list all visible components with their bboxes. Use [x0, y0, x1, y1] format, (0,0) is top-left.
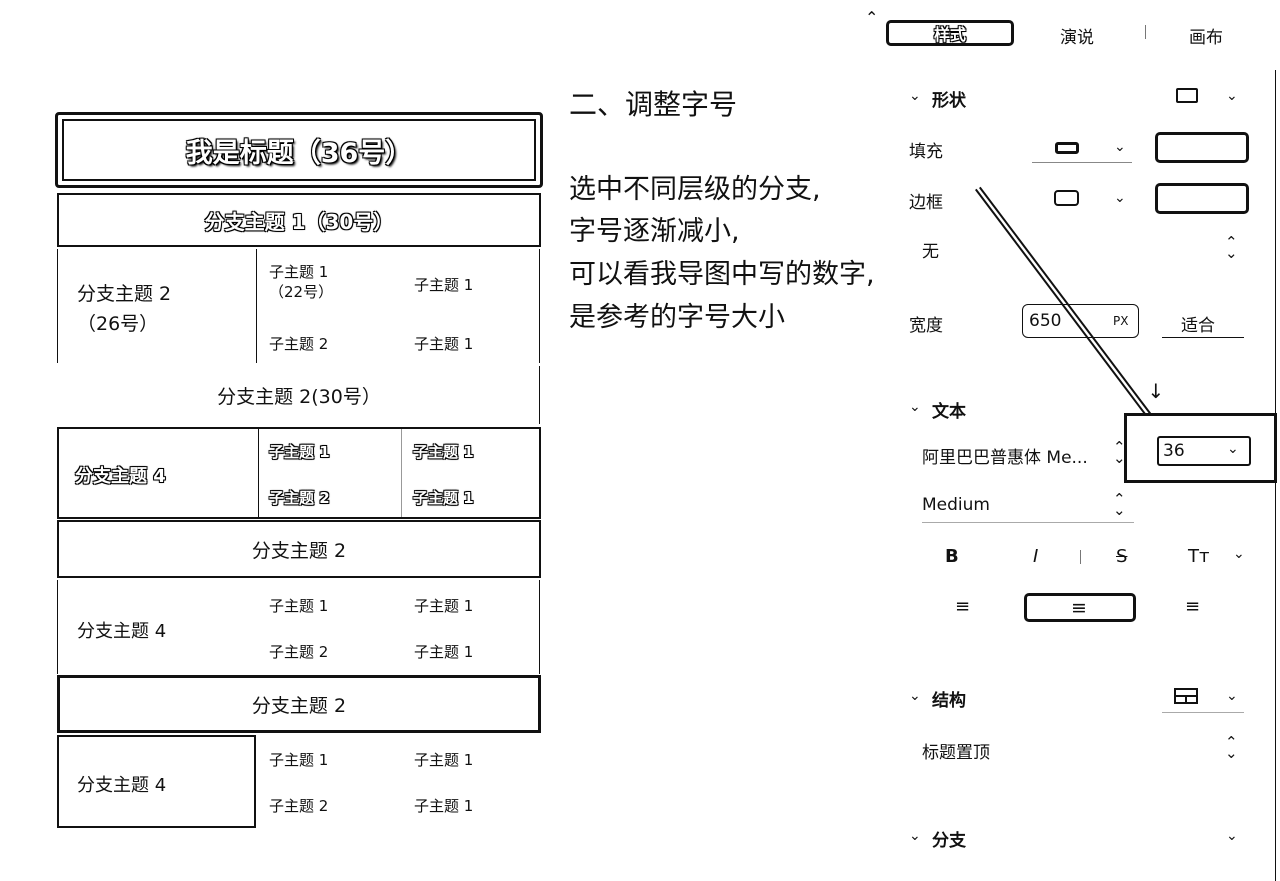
width-label: 宽度 [909, 316, 943, 336]
branch-group-3: 分支主题 4 子主题 1 子主题 1 子主题 2 子主题 1 [57, 580, 541, 674]
border-style-icon[interactable] [1054, 190, 1079, 206]
structure-layout-stepper-icon[interactable]: ⌃⌄ [1225, 733, 1238, 762]
tab-style-label: 样式 [933, 25, 966, 44]
text-case-button[interactable]: Tт [1188, 546, 1210, 567]
branch-node-1[interactable]: 分支主题 1（30号） [57, 193, 541, 247]
instruction-line-4: 是参考的字号大小 [569, 302, 785, 333]
subtopic-g1-a1-note: （22号） [269, 283, 334, 301]
align-right-icon[interactable]: ≡ [1185, 596, 1201, 617]
branch-group-2: 分支主题 4 子主题 1 子主题 1 子主题 2 子主题 1 [57, 427, 541, 519]
fill-dropdown-chevron-icon[interactable]: ⌄ [1114, 139, 1126, 155]
fill-color-swatch[interactable] [1155, 132, 1249, 163]
branch-node-2[interactable]: 分支主题 2(30号） [57, 366, 541, 424]
font-size-chevron-icon: ⌄ [1227, 441, 1239, 457]
branch-group-4: 分支主题 4 子主题 1 子主题 1 子主题 2 子主题 1 [57, 735, 541, 829]
font-weight-select[interactable]: Medium [922, 495, 990, 515]
subtopic-g3-a2[interactable]: 子主题 1 [414, 597, 474, 615]
subtopic-g1-a1[interactable]: 子主题 1 （22号） [269, 262, 333, 302]
bold-button[interactable]: B [945, 546, 959, 567]
shape-section-title[interactable]: 形状 [932, 91, 966, 111]
mindmap-title-node[interactable]: 我是标题（36号） [55, 112, 543, 188]
border-style-value: 无 [922, 242, 939, 262]
subtopic-g4-a1[interactable]: 子主题 1 [269, 751, 329, 769]
text-style-divider [1080, 550, 1081, 564]
subtopic-g2-b1[interactable]: 子主题 2 [269, 489, 330, 507]
branch-node-1-text: 分支主题 1（30号） [204, 209, 394, 234]
branch-node-group1-text: 分支主题 2 [77, 283, 172, 305]
align-center-button[interactable]: ≡ [1024, 593, 1136, 622]
border-label: 边框 [909, 193, 943, 213]
tab-canvas[interactable]: 画布 [1189, 28, 1223, 48]
tab-style[interactable]: 样式 [886, 20, 1014, 46]
panel-scrollbar[interactable] [1275, 70, 1276, 881]
font-size-highlight: 36 ⌄ [1124, 413, 1277, 483]
fit-button[interactable]: 适合 [1181, 316, 1215, 336]
fill-label: 填充 [909, 142, 943, 162]
text-case-chevron-icon[interactable]: ⌄ [1233, 546, 1245, 562]
subtopic-g1-b2[interactable]: 子主题 1 [414, 335, 474, 353]
tab-divider [1145, 25, 1146, 39]
branch-node-4-text: 分支主题 2 [251, 694, 347, 717]
instruction-line-2: 字号逐渐减小, [569, 216, 740, 247]
branch-node-2-text: 分支主题 2(30号） [217, 385, 381, 408]
instruction-line-1: 选中不同层级的分支, [569, 174, 821, 205]
subtopic-g4-b2[interactable]: 子主题 1 [414, 797, 474, 815]
subtopic-g4-a2[interactable]: 子主题 1 [414, 751, 474, 769]
font-family-select[interactable]: 阿里巴巴普惠体 Me... [922, 448, 1088, 468]
branch-node-3[interactable]: 分支主题 2 [57, 520, 541, 578]
border-color-swatch[interactable] [1155, 183, 1249, 214]
branch-node-group2[interactable]: 分支主题 4 [75, 466, 166, 487]
structure-layout-select[interactable]: 标题置顶 [922, 743, 990, 763]
instruction-line-3: 可以看我导图中写的数字, [569, 259, 875, 290]
shape-rect-icon[interactable] [1176, 88, 1198, 103]
subtopic-g1-b1[interactable]: 子主题 2 [269, 335, 329, 353]
structure-section-title[interactable]: 结构 [932, 691, 966, 711]
subtopic-g1-a1-text: 子主题 1 [269, 263, 329, 281]
structure-dropdown-chevron-icon[interactable]: ⌄ [1226, 688, 1238, 704]
text-section-title[interactable]: 文本 [932, 402, 966, 422]
branch-dropdown-chevron-icon[interactable]: ⌄ [1226, 828, 1238, 844]
subtopic-g2-a1[interactable]: 子主题 1 [269, 443, 330, 461]
branch-group-1: 分支主题 2 （26号） 子主题 1 （22号） 子主题 1 子主题 2 子主题… [57, 249, 541, 363]
branch-section-title[interactable]: 分支 [932, 831, 966, 851]
annotation-arrowhead-icon: ↘ [1141, 375, 1171, 405]
shape-section-chevron-icon[interactable]: ⌄ [909, 88, 921, 104]
collapse-chevron-icon[interactable]: ⌃ [865, 8, 879, 27]
structure-layout-icon[interactable] [1174, 688, 1198, 704]
tab-talk[interactable]: 演说 [1060, 28, 1094, 48]
subtopic-g2-b2[interactable]: 子主题 1 [413, 489, 474, 507]
branch-node-group3[interactable]: 分支主题 4 [77, 621, 167, 642]
subtopic-g4-b1[interactable]: 子主题 2 [269, 797, 329, 815]
border-style-stepper-icon[interactable]: ⌃⌄ [1225, 233, 1238, 262]
font-weight-stepper-icon[interactable]: ⌃⌄ [1113, 490, 1126, 519]
text-section-chevron-icon[interactable]: ⌄ [909, 399, 921, 415]
structure-section-chevron-icon[interactable]: ⌄ [909, 688, 921, 704]
subtopic-g1-a2[interactable]: 子主题 1 [414, 276, 474, 294]
subtopic-g3-b1[interactable]: 子主题 2 [269, 643, 329, 661]
font-size-value: 36 [1163, 441, 1185, 461]
branch-node-group4[interactable]: 分支主题 4 [77, 775, 167, 796]
font-size-select[interactable]: 36 ⌄ [1157, 436, 1251, 466]
shape-dropdown-chevron-icon[interactable]: ⌄ [1226, 88, 1238, 104]
branch-node-group1[interactable]: 分支主题 2 （26号） [77, 279, 171, 339]
font-family-stepper-icon[interactable]: ⌃⌄ [1113, 438, 1126, 467]
branch-section-chevron-icon[interactable]: ⌄ [909, 828, 921, 844]
italic-button[interactable]: I [1033, 546, 1039, 567]
branch-node-group1-note: （26号） [77, 313, 159, 335]
width-unit: PX [1113, 314, 1129, 328]
mindmap-title-text: 我是标题（36号） [185, 137, 413, 169]
fill-style-icon[interactable] [1055, 142, 1079, 154]
branch-node-4[interactable]: 分支主题 2 [57, 675, 541, 733]
strikethrough-button[interactable]: S [1116, 546, 1128, 567]
width-input-value: 650 [1029, 311, 1062, 331]
align-left-icon[interactable]: ≡ [955, 596, 971, 617]
subtopic-g3-a1[interactable]: 子主题 1 [269, 597, 329, 615]
width-input[interactable]: 650 PX [1022, 304, 1139, 338]
subtopic-g2-a2[interactable]: 子主题 1 [413, 443, 474, 461]
instruction-heading: 二、调整字号 [569, 88, 738, 121]
border-dropdown-chevron-icon[interactable]: ⌄ [1114, 190, 1126, 206]
align-center-icon: ≡ [1071, 597, 1087, 619]
subtopic-g3-b2[interactable]: 子主题 1 [414, 643, 474, 661]
branch-node-3-text: 分支主题 2 [251, 539, 347, 562]
